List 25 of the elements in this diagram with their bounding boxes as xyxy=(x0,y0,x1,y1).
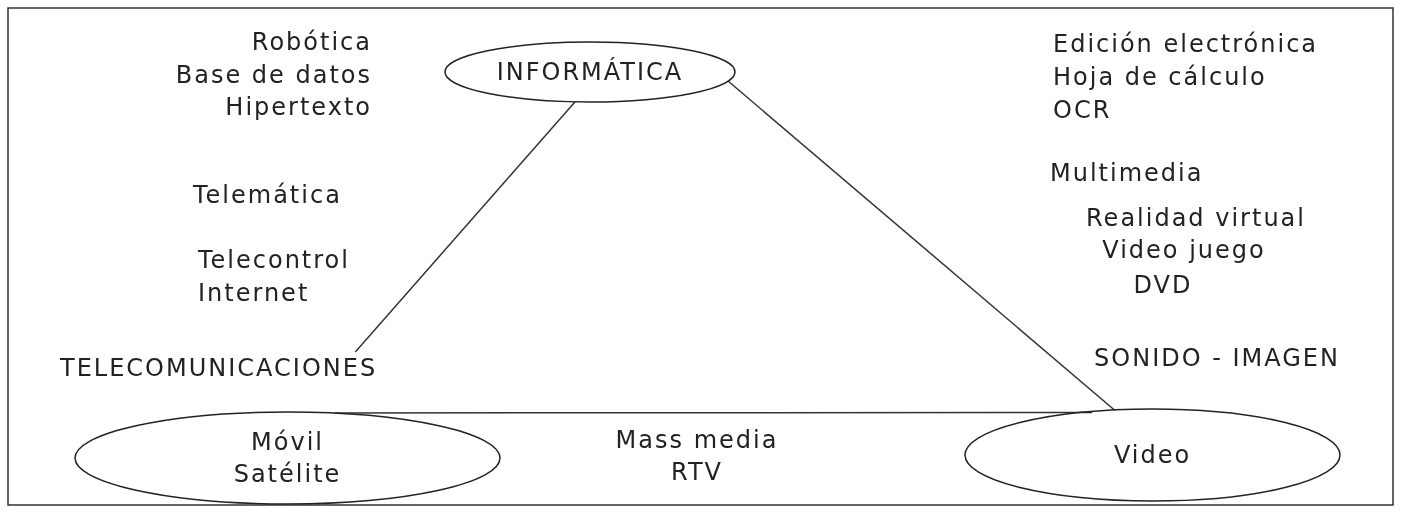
ellipse-node xyxy=(75,412,500,504)
term-label: Hipertexto xyxy=(225,93,372,121)
term-label: Multimedia xyxy=(1050,159,1204,187)
term-label: Base de datos xyxy=(175,61,372,89)
category-label: SONIDO - IMAGEN xyxy=(1094,343,1340,374)
term-label: Realidad virtual xyxy=(1086,204,1306,232)
term-label: Hoja de cálculo xyxy=(1053,63,1267,91)
node-label: Móvil Satélite xyxy=(232,427,343,490)
term-label: OCR xyxy=(1053,96,1112,124)
term-label: RTV xyxy=(671,458,723,486)
ellipse-node xyxy=(965,409,1340,501)
term-label: Telecontrol xyxy=(198,246,350,274)
category-label: TELECOMUNICACIONES xyxy=(60,353,378,384)
term-label: Internet xyxy=(198,279,310,307)
ellipse-node xyxy=(445,42,735,102)
node-label: Video xyxy=(1113,440,1192,471)
connector-line xyxy=(354,101,576,353)
term-label: DVD xyxy=(1133,271,1193,299)
connector-line xyxy=(727,80,1116,412)
term-label: Telemática xyxy=(193,181,342,209)
term-label: Robótica xyxy=(251,28,372,56)
term-label: Edición electrónica xyxy=(1053,30,1319,58)
term-label: Video juego xyxy=(1102,236,1266,264)
node-label: INFORMÁTICA xyxy=(496,56,684,88)
term-label: Mass media xyxy=(615,426,779,454)
